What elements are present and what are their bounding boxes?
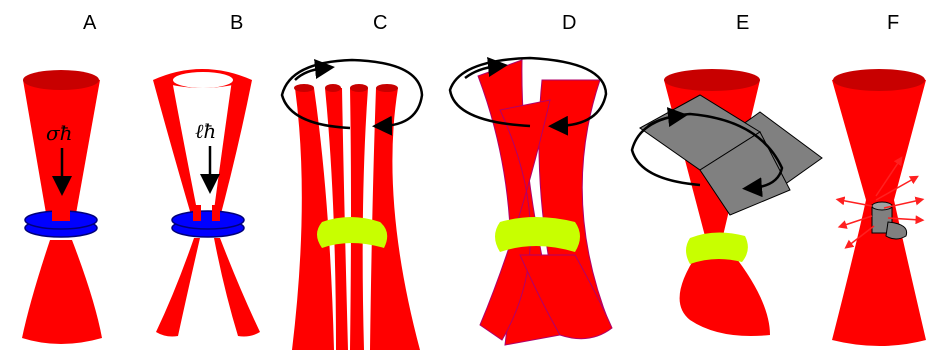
panel-c <box>282 60 422 350</box>
spin-label-a: σħ <box>46 121 73 145</box>
panel-label-e: E <box>736 12 749 34</box>
oam-label-b: ℓħ <box>195 119 216 143</box>
beam-a-lower <box>22 240 102 344</box>
beam-b-waist-r <box>212 205 220 221</box>
beam-c-top-3 <box>350 84 368 92</box>
beam-b-waist-l <box>193 205 201 221</box>
panel-label-c: C <box>373 12 387 34</box>
beam-c-strand-4 <box>370 88 420 350</box>
beam-a-waist <box>52 205 70 221</box>
particle-b-top <box>172 211 244 229</box>
beam-b-core <box>173 72 233 88</box>
beam-c-strand-1 <box>292 88 334 350</box>
panel-label-f: F <box>887 12 899 34</box>
panel-f <box>832 69 926 346</box>
panel-label-a: A <box>83 12 97 34</box>
panel-b: ℓħ <box>153 69 260 337</box>
particle-f-tail <box>886 222 907 239</box>
beam-b-lower-left <box>156 238 200 337</box>
beam-a-top <box>23 70 99 90</box>
beam-f-top <box>833 69 925 91</box>
panel-d <box>450 58 612 345</box>
panel-a: σħ <box>22 70 102 344</box>
panel-label-b: B <box>230 12 243 34</box>
beam-b-right <box>212 80 252 225</box>
beam-c-top-2 <box>325 84 341 92</box>
panel-e <box>632 69 822 336</box>
beam-b-lower-right <box>214 238 260 337</box>
panel-label-d: D <box>562 12 576 34</box>
particle-f-top <box>872 202 892 210</box>
beam-e-top <box>664 69 760 91</box>
beam-c-top-1 <box>294 84 314 92</box>
beam-c-top-4 <box>376 84 398 92</box>
rotation-arrow-icon <box>295 68 325 80</box>
beam-b-left <box>153 80 200 225</box>
